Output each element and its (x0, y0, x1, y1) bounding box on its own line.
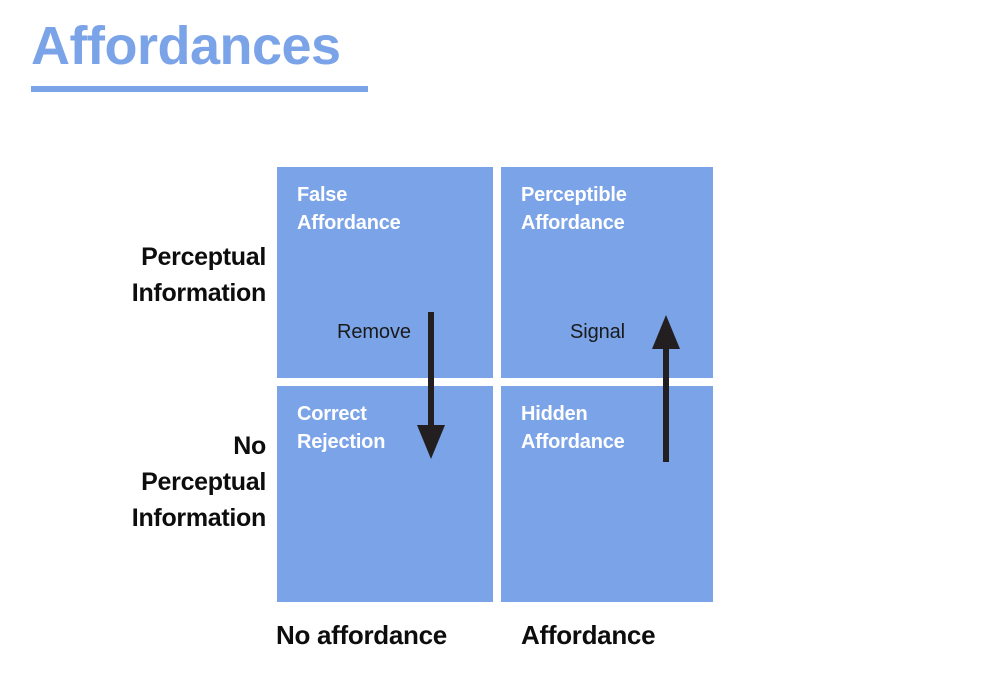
page-title: Affordances (31, 16, 341, 76)
arrow-down-icon (417, 312, 445, 459)
y-axis-label-no-perceptual-information: No Perceptual Information (6, 428, 267, 536)
quadrant-label-line-1: Perceptible (521, 184, 627, 206)
quadrant-perceptible-affordance[interactable]: Perceptible Affordance (501, 167, 713, 378)
arrow-label-signal: Signal (570, 321, 625, 343)
quadrant-label-line-1: False (297, 184, 348, 206)
quadrant-label-line-1: Correct (297, 403, 367, 425)
quadrant-false-affordance[interactable]: False Affordance (277, 167, 493, 378)
y-axis-label-perceptual-information: Perceptual Information (6, 239, 267, 311)
quadrant-label: Perceptible Affordance (521, 181, 693, 238)
quadrant-hidden-affordance[interactable]: Hidden Affordance (501, 386, 713, 602)
quadrant-label-line-2: Rejection (297, 431, 386, 454)
quadrant-label-line-2: Affordance (297, 212, 401, 235)
arrow-label-remove: Remove (337, 321, 411, 343)
affordance-matrix: False Affordance Perceptible Affordance … (277, 167, 713, 602)
arrow-up-signal (640, 312, 692, 469)
quadrant-label-line-1: Hidden (521, 403, 588, 425)
y-axis-label-line-2: Information (131, 279, 267, 307)
y-axis-label-line-3: Information (131, 504, 267, 532)
y-axis-label-line-1: No (233, 432, 266, 460)
arrow-down-remove (405, 312, 457, 467)
quadrant-label: Hidden Affordance (521, 400, 693, 457)
quadrant-correct-rejection[interactable]: Correct Rejection (277, 386, 493, 602)
arrow-up-icon (652, 315, 680, 462)
quadrant-label-line-2: Affordance (521, 431, 625, 454)
title-underline (31, 86, 368, 92)
y-axis-label-line-2: Perceptual (141, 468, 266, 496)
quadrant-label-line-2: Affordance (521, 212, 625, 235)
y-axis-label-line-1: Perceptual (141, 243, 266, 271)
quadrant-label: False Affordance (297, 181, 473, 238)
x-axis-label-affordance: Affordance (521, 620, 656, 650)
quadrant-label: Correct Rejection (297, 400, 473, 457)
x-axis-label-no-affordance: No affordance (276, 620, 447, 650)
